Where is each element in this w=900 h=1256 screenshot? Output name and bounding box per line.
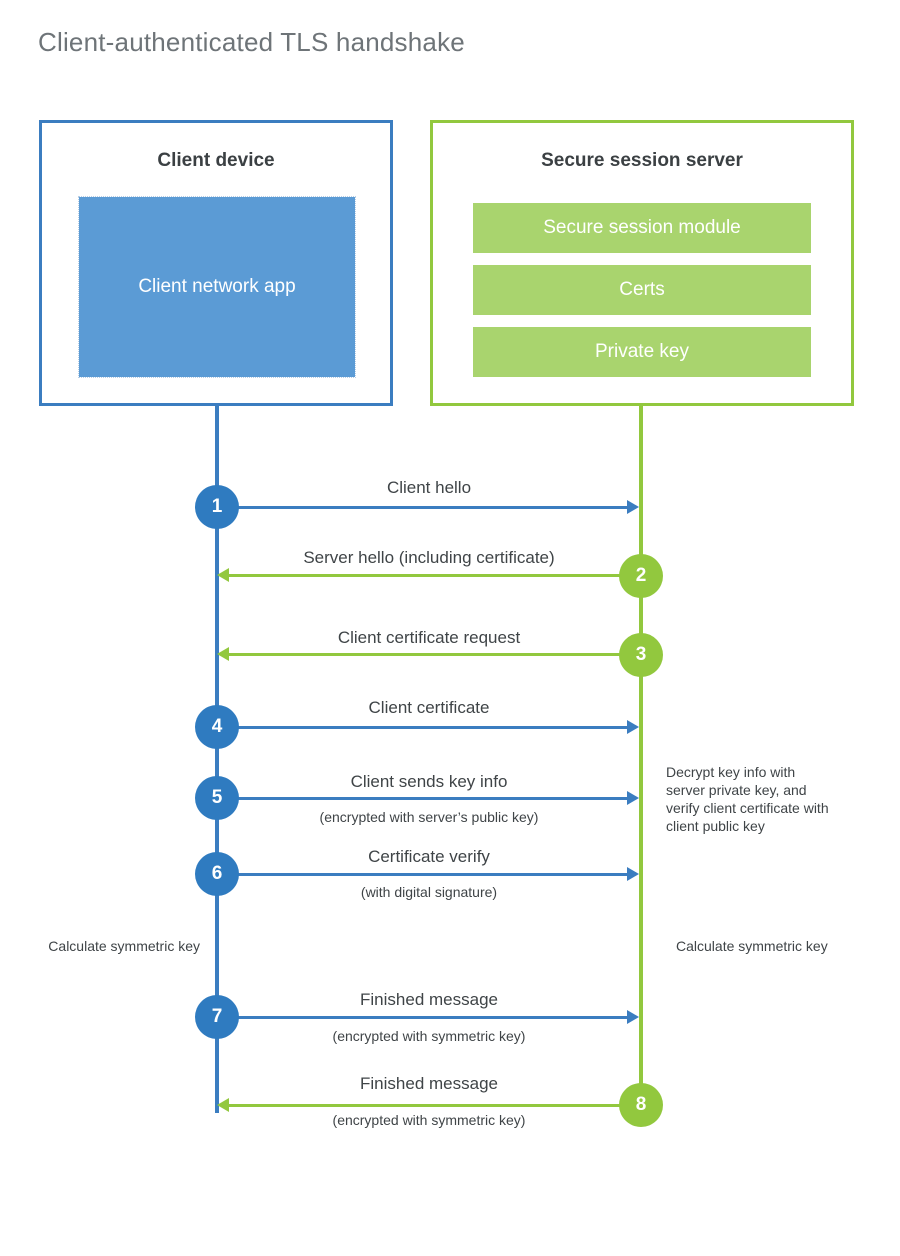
step-1-arrow-line bbox=[217, 506, 627, 509]
step-8-label: Finished message bbox=[360, 1074, 498, 1093]
server-lifeline bbox=[639, 406, 643, 1105]
step-5-label: Client sends key info bbox=[350, 772, 508, 791]
server-bar-label: Certs bbox=[619, 279, 665, 300]
server-bar-certs: Certs bbox=[473, 265, 811, 315]
server-bar-label: Secure session module bbox=[543, 217, 741, 238]
step-3-arrow-line bbox=[229, 653, 641, 656]
step-7-arrow-line bbox=[217, 1016, 627, 1019]
page-title: Client-authenticated TLS handshake bbox=[38, 27, 465, 57]
step-5-marker[interactable]: 5 bbox=[195, 776, 239, 820]
step-5-sublabel: (encrypted with server’s public key) bbox=[319, 809, 539, 825]
step-3-label: Client certificate request bbox=[337, 628, 521, 647]
step-6-marker[interactable]: 6 bbox=[195, 852, 239, 896]
step-7-sublabel: (encrypted with symmetric key) bbox=[332, 1028, 526, 1044]
secure-session-server-box: Secure session server Secure session mod… bbox=[430, 120, 854, 406]
step-6-label: Certificate verify bbox=[368, 847, 490, 866]
step-2-arrow-head bbox=[217, 568, 229, 582]
client-network-app-label: Client network app bbox=[138, 276, 296, 297]
server-bar-secure-session-module: Secure session module bbox=[473, 203, 811, 253]
step-4-arrow-line bbox=[217, 726, 627, 729]
server-bar-label: Private key bbox=[595, 341, 689, 362]
step-6-sublabel: (with digital signature) bbox=[360, 884, 498, 900]
step-8-arrow-line bbox=[229, 1104, 641, 1107]
step-5-arrow-head bbox=[627, 791, 639, 805]
step-8-arrow-head bbox=[217, 1098, 229, 1112]
step-7-marker[interactable]: 7 bbox=[195, 995, 239, 1039]
server-bar-private-key: Private key bbox=[473, 327, 811, 377]
step-2-arrow-line bbox=[229, 574, 641, 577]
client-device-box: Client device Client network app bbox=[39, 120, 393, 406]
step-4-marker[interactable]: 4 bbox=[195, 705, 239, 749]
client-lifeline bbox=[215, 406, 219, 1113]
step-7-arrow-head bbox=[627, 1010, 639, 1024]
step-1-marker[interactable]: 1 bbox=[195, 485, 239, 529]
step-3-arrow-head bbox=[217, 647, 229, 661]
step-2-marker[interactable]: 2 bbox=[619, 554, 663, 598]
step-1-arrow-head bbox=[627, 500, 639, 514]
secure-session-server-title: Secure session server bbox=[541, 150, 743, 171]
step-8-sublabel: (encrypted with symmetric key) bbox=[332, 1112, 526, 1128]
server-decrypt-note: Decrypt key info with server private key… bbox=[666, 764, 829, 834]
step-6-arrow-line bbox=[217, 873, 627, 876]
client-device-title: Client device bbox=[157, 150, 275, 171]
client-network-app-block: Client network app bbox=[78, 196, 356, 378]
step-5-arrow-line bbox=[217, 797, 627, 800]
step-3-marker[interactable]: 3 bbox=[619, 633, 663, 677]
step-2-label: Server hello (including certificate) bbox=[303, 548, 555, 567]
step-4-label: Client certificate bbox=[368, 698, 490, 717]
step-7-label: Finished message bbox=[360, 990, 498, 1009]
server-calculate-symmetric-key-note: Calculate symmetric key bbox=[676, 938, 828, 954]
step-4-arrow-head bbox=[627, 720, 639, 734]
client-calculate-symmetric-key-note: Calculate symmetric key bbox=[48, 938, 200, 954]
step-6-arrow-head bbox=[627, 867, 639, 881]
step-8-marker[interactable]: 8 bbox=[619, 1083, 663, 1127]
step-1-label: Client hello bbox=[386, 478, 472, 497]
